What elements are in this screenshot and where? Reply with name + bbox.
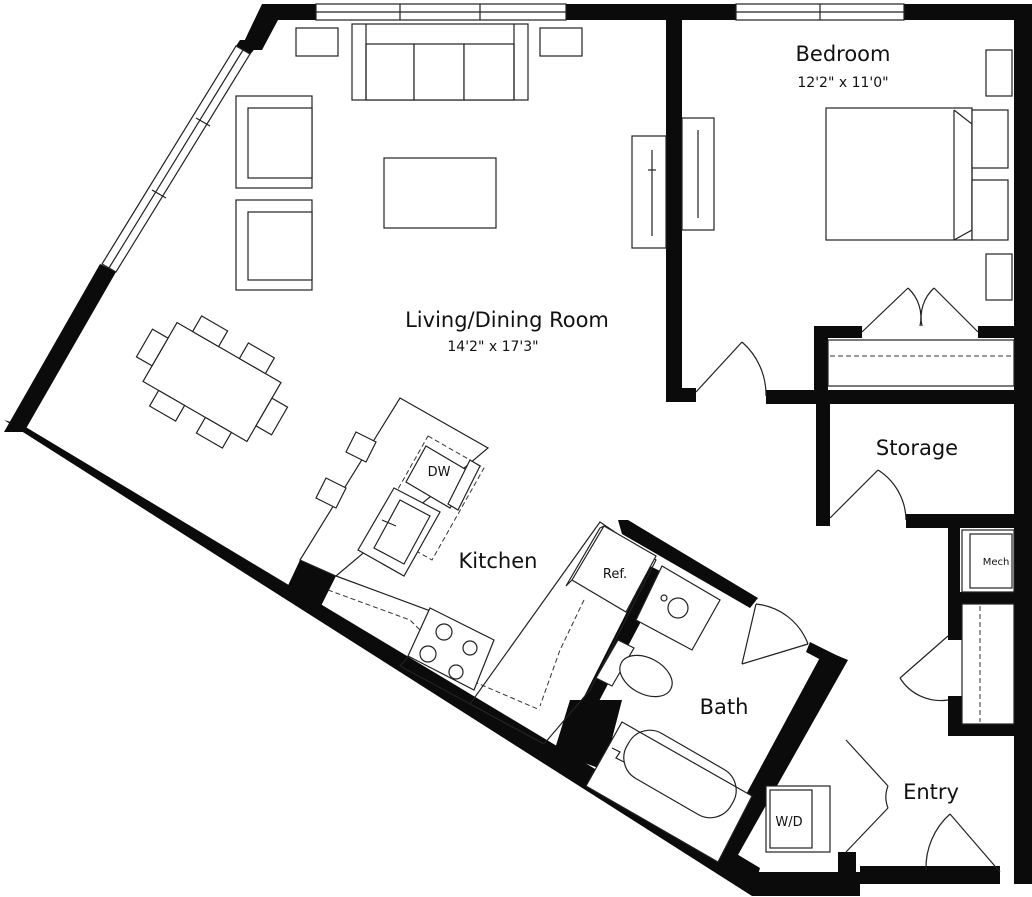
bar-stool-lower — [315, 477, 347, 509]
washer-dryer — [765, 785, 831, 853]
door-bath — [741, 603, 809, 665]
wall-closet-left — [814, 326, 828, 400]
bar-stool-upper — [345, 431, 377, 463]
armchair-lower — [235, 199, 313, 291]
sofa — [351, 23, 529, 101]
wall-bath-right-top — [806, 642, 846, 670]
wall-bedroom-bottom — [766, 390, 1026, 404]
door-entry — [925, 813, 1001, 873]
door-storage — [829, 469, 907, 521]
range — [407, 607, 495, 691]
living-room-label: Living/Dining Room — [405, 308, 609, 332]
end-table-left — [295, 27, 339, 57]
bathtub — [585, 721, 753, 863]
kitchen-fixtures — [299, 397, 657, 745]
doors — [695, 287, 1015, 873]
kitchen-label: Kitchen — [459, 549, 538, 573]
refrigerator-label: Ref. — [603, 567, 627, 582]
wall-mech-bottom — [948, 592, 1028, 604]
wall-top-left — [240, 4, 316, 50]
utility-fixtures — [765, 529, 1015, 853]
living-room-dimensions: 14'2" x 17'3" — [447, 339, 538, 355]
bedroom-furniture — [681, 49, 1013, 301]
mech-unit — [961, 529, 1015, 593]
pillow-lower — [971, 179, 1009, 241]
wall-bottom-right — [752, 866, 1000, 896]
kitchen-sink — [357, 487, 441, 577]
wall-bedroom-left-stub — [666, 388, 696, 402]
nightstand-bottom — [985, 253, 1013, 301]
door-closet — [827, 287, 1015, 387]
bedroom-label: Bedroom — [796, 42, 891, 66]
wall-closet-top-left — [814, 326, 862, 338]
window-living-top — [315, 3, 567, 21]
coffee-table — [383, 157, 497, 229]
storage-label: Storage — [876, 436, 958, 460]
end-table-right — [539, 27, 583, 57]
wall-bedroom-left — [666, 14, 682, 392]
nightstand-top — [985, 49, 1013, 97]
kitchen-island-counter — [375, 435, 485, 561]
window-bedroom-top — [735, 3, 905, 21]
bed — [825, 107, 973, 241]
wall-entry-stub — [838, 852, 856, 882]
dining-set — [135, 315, 289, 449]
wall-entry-closet-left — [948, 600, 962, 640]
washer-dryer-label: W/D — [775, 815, 802, 830]
wall-bottom-diagonal — [4, 420, 760, 896]
windows — [101, 3, 905, 273]
wall-bath-right — [716, 650, 848, 862]
door-laundry — [845, 739, 889, 853]
toilet — [595, 639, 673, 698]
living-furniture — [135, 23, 667, 449]
entry-label: Entry — [903, 780, 959, 804]
tv-console-bedroom — [681, 117, 715, 231]
wall-storage-bottom — [906, 514, 1026, 528]
labels: Living/Dining Room 14'2" x 17'3" Bedroom… — [405, 42, 1009, 830]
dishwasher-label: DW — [428, 465, 451, 480]
pillow-upper — [971, 109, 1009, 169]
wall-right — [1014, 4, 1032, 884]
wall-column-kitchen — [284, 560, 336, 612]
bath-label: Bath — [700, 695, 749, 719]
mech-label: Mech — [983, 557, 1010, 568]
dishwasher — [405, 445, 481, 511]
bath-sink — [635, 565, 721, 651]
wall-top-right — [904, 4, 1032, 20]
wall-bath-top — [618, 520, 758, 608]
wall-closet-top-right — [978, 326, 1018, 338]
door-bedroom — [695, 341, 767, 397]
wall-mech-left — [948, 526, 960, 604]
wall-left-lower — [4, 264, 116, 432]
refrigerator — [565, 525, 657, 613]
wall-storage-left — [816, 400, 830, 526]
wall-top-middle — [566, 4, 736, 20]
wall-entry-closet-bottom — [948, 724, 1028, 736]
tv-console — [631, 135, 667, 249]
door-entry-closet — [899, 603, 1015, 725]
bedroom-dimensions: 12'2" x 11'0" — [797, 75, 888, 91]
bath-fixtures — [585, 565, 753, 863]
window-living-left — [101, 45, 251, 273]
armchair-upper — [235, 95, 313, 189]
